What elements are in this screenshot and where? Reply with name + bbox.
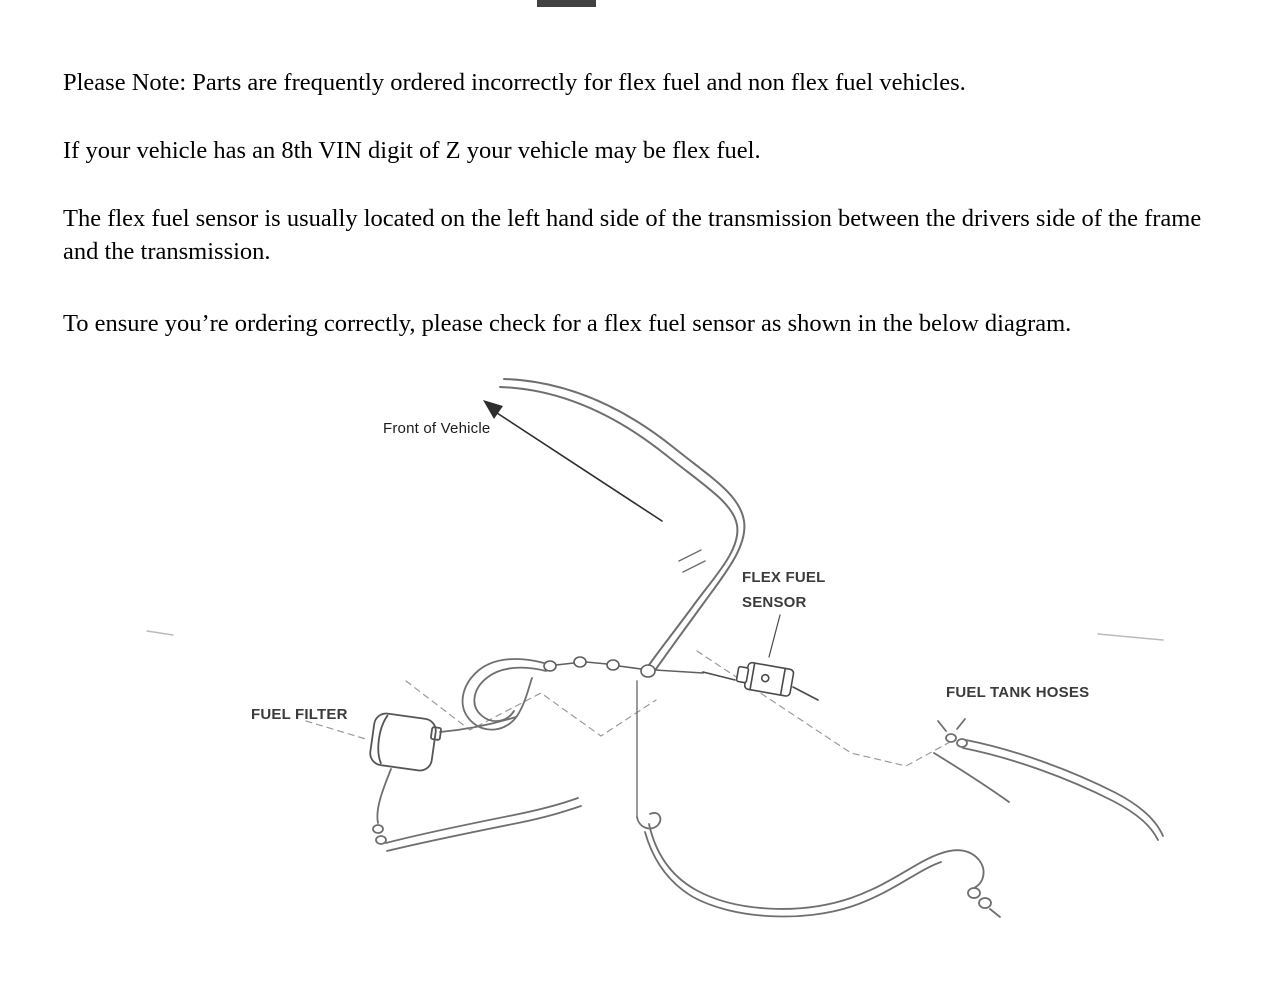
note-paragraph-1: Please Note: Parts are frequently ordere… (63, 69, 966, 96)
edge-crop-lines (146, 630, 1164, 641)
junction-fittings (543, 656, 704, 678)
front-of-vehicle-arrow (483, 400, 663, 522)
left-hose-loop (439, 658, 547, 733)
note-paragraph-4: To ensure you’re ordering correctly, ple… (63, 310, 1072, 338)
front-of-vehicle-label: Front of Vehicle (383, 420, 491, 437)
notes-section: Please Note: Parts are frequently ordere… (63, 66, 1223, 341)
cropped-title-bar (537, 0, 596, 7)
flex-fuel-sensor-label-line1: FLEX FUEL (742, 569, 826, 586)
fuel-filter-label: FUEL FILTER (251, 706, 348, 723)
fuel-tank-hoses-drawing (933, 718, 1164, 841)
fuel-filter-drawing (369, 712, 442, 772)
main-fuel-line-bundle (499, 378, 746, 670)
flex-fuel-sensor-drawing (702, 614, 819, 701)
filter-lower-hose (372, 768, 582, 852)
flex-fuel-sensor-label-line2: SENSOR (742, 594, 807, 611)
note-paragraph-3: The flex fuel sensor is usually located … (63, 204, 1202, 266)
fuel-system-line-art (146, 378, 1164, 918)
center-line-and-sweep (636, 680, 1001, 918)
fuel-system-diagram: Front of Vehicle FLEX FUEL SENSOR FUEL T… (0, 369, 1280, 989)
fuel-tank-hoses-label: FUEL TANK HOSES (946, 684, 1090, 701)
note-paragraph-2: If your vehicle has an 8th VIN digit of … (63, 136, 761, 164)
